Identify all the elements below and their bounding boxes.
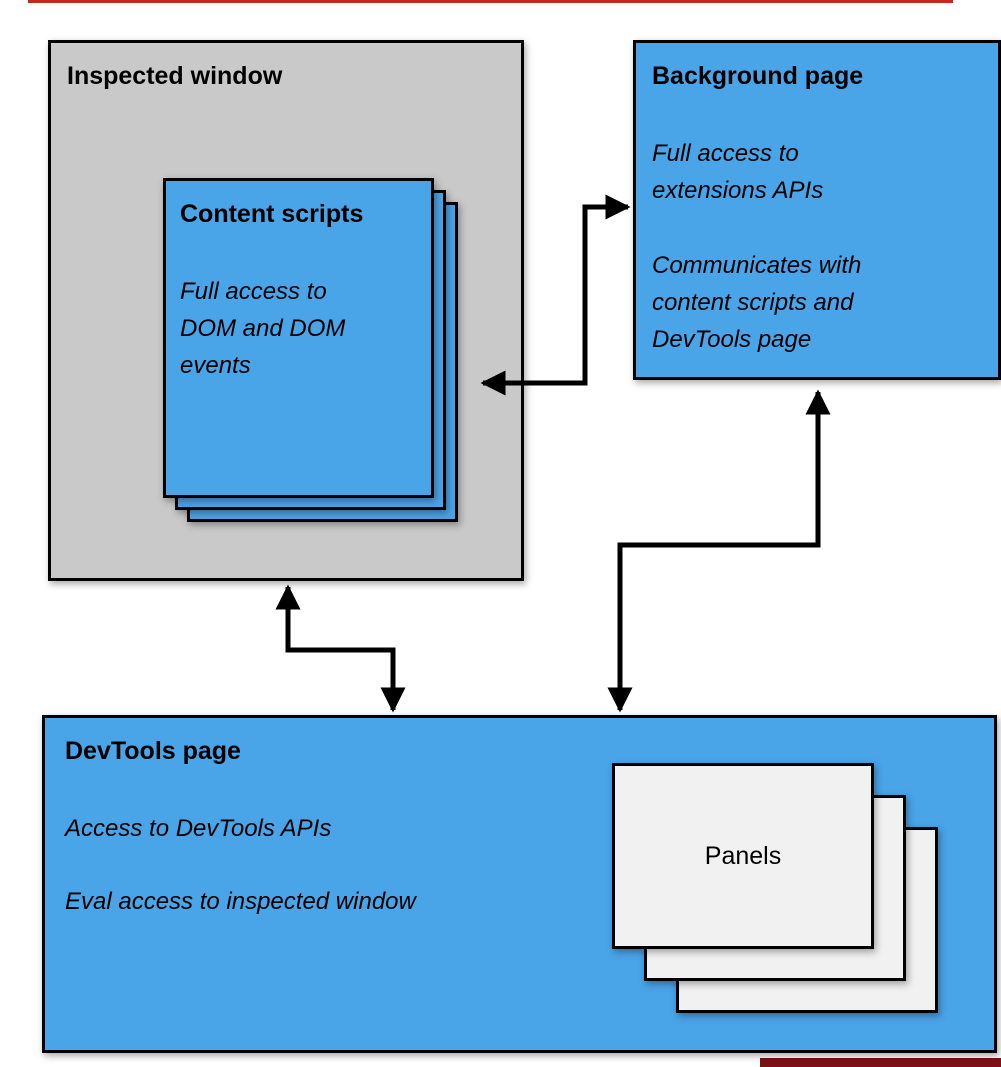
content-scripts-description: Full access to DOM and DOM events bbox=[180, 278, 346, 379]
background-page-description-2: Communicates with content scripts and De… bbox=[652, 252, 862, 353]
inspected-window-title: Inspected window bbox=[67, 62, 283, 90]
background-page-description-1: Full access to extensions APIs bbox=[652, 140, 824, 204]
arrow-inspected-window-devtools-page bbox=[275, 584, 406, 713]
devtools-page-description-1: Access to DevTools APIs bbox=[65, 815, 332, 842]
panels-label: Panels bbox=[704, 841, 782, 870]
arrow-devtools-page-background-page bbox=[607, 389, 831, 713]
background-page-box: Background page Full access to extension… bbox=[633, 40, 1001, 380]
content-scripts-title: Content scripts bbox=[180, 200, 364, 228]
content-scripts-box: Content scripts Full access to DOM and D… bbox=[163, 178, 434, 498]
bottom-red-bar-artifact bbox=[760, 1058, 1001, 1067]
panels-box: Panels bbox=[612, 763, 874, 949]
devtools-page-description-2: Eval access to inspected window bbox=[65, 888, 416, 915]
devtools-page-title: DevTools page bbox=[65, 737, 241, 765]
top-red-line-artifact bbox=[28, 0, 953, 3]
background-page-title: Background page bbox=[652, 62, 864, 90]
